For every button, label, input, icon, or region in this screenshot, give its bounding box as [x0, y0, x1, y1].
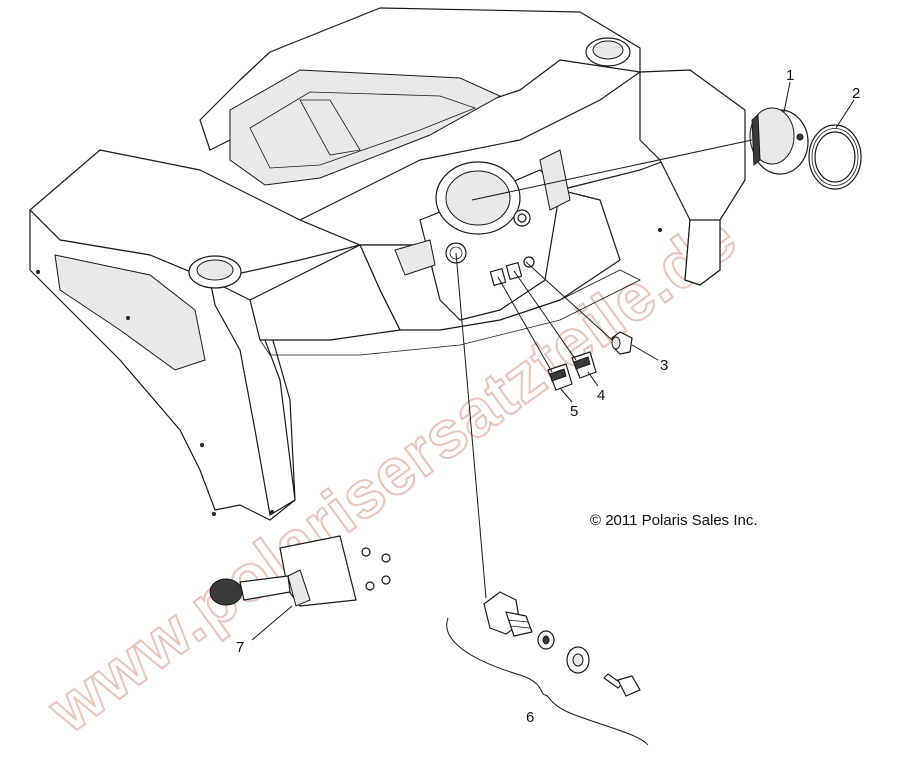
- part-5-rocker-switch: [547, 363, 573, 391]
- callout-5: 5: [570, 403, 578, 420]
- callouts: 1 2 3 4 5 6 7: [236, 67, 860, 726]
- part-4-rocker-switch: [571, 351, 597, 379]
- callout-3: 3: [660, 357, 668, 374]
- callout-7: 7: [236, 639, 244, 656]
- copyright-notice: © 2011 Polaris Sales Inc.: [590, 512, 758, 529]
- callout-6: 6: [526, 709, 534, 726]
- dashboard-assembly: [29, 7, 746, 521]
- callout-2: 2: [852, 85, 860, 102]
- part-6-ignition-kit: [446, 591, 649, 746]
- part-7-lever-switch: [209, 535, 391, 607]
- leader-lines: [251, 81, 855, 641]
- part-2-bezel-ring: [808, 124, 862, 190]
- part-3-indicator: [611, 331, 633, 355]
- callout-4: 4: [597, 387, 605, 404]
- part-1-speedometer: [749, 107, 809, 175]
- callout-1: 1: [786, 67, 794, 84]
